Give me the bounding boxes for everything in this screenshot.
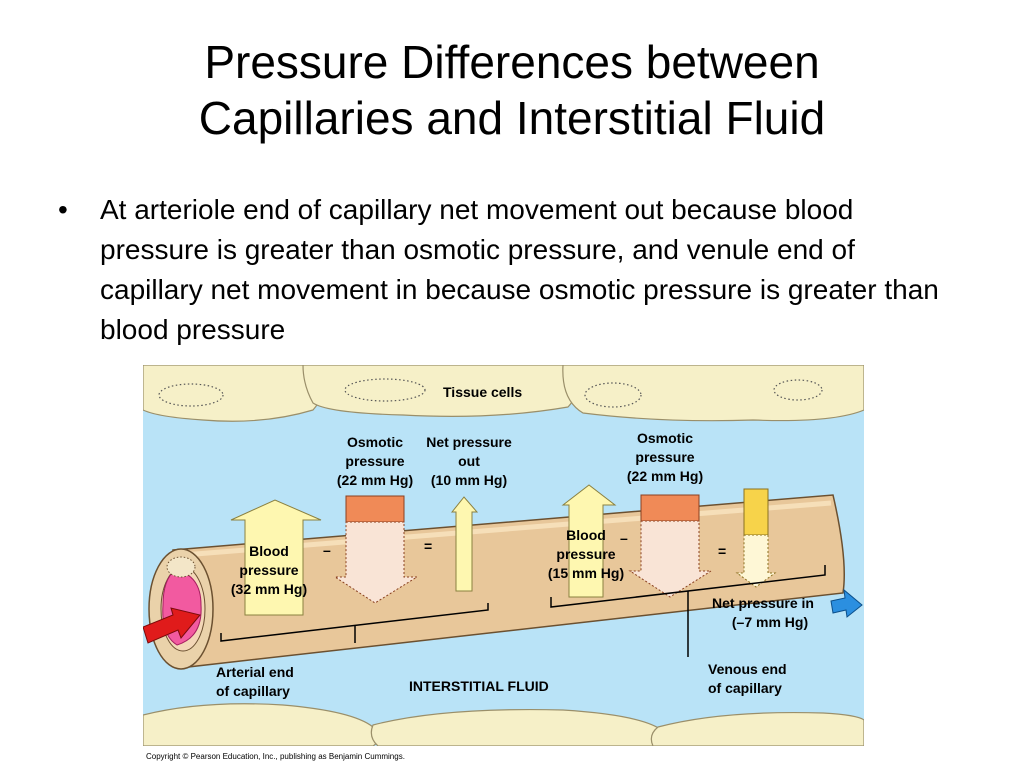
blood-outflow-arrow-icon <box>830 588 863 618</box>
blood-left-line-3: (32 mm Hg) <box>231 581 307 597</box>
equals-sign-right: = <box>718 543 726 559</box>
arterial-end-line-1: Arterial end <box>216 664 294 680</box>
blood-right-line-1: Blood <box>566 527 606 543</box>
net-in-line-1: Net pressure in <box>712 595 814 611</box>
tissue-cells-bottom <box>143 703 864 746</box>
net-out-line-1: Net pressure <box>426 434 512 450</box>
venous-end-line-1: Venous end <box>708 661 787 677</box>
title-line-1: Pressure Differences between <box>204 36 820 88</box>
tissue-cells-top <box>143 365 864 422</box>
net-pressure-out-arrow <box>450 496 479 592</box>
net-out-line-3: (10 mm Hg) <box>431 472 507 488</box>
osmotic-right-line-1: Osmotic <box>637 430 693 446</box>
osmotic-right-line-3: (22 mm Hg) <box>627 468 703 484</box>
bullet-list: • At arteriole end of capillary net move… <box>58 190 958 350</box>
blood-left-line-1: Blood <box>249 543 289 559</box>
blood-left-line-2: pressure <box>239 562 298 578</box>
capillary-diagram: Tissue cells Osmotic pressure (22 mm Hg)… <box>143 365 864 746</box>
net-pressure-in-arrow <box>735 488 777 588</box>
osmotic-left-line-2: pressure <box>345 453 404 469</box>
venous-bracket <box>550 565 826 657</box>
arterial-end-line-2: of capillary <box>216 683 290 699</box>
slide-title: Pressure Differences between Capillaries… <box>0 34 1024 146</box>
minus-sign-left: – <box>323 542 331 558</box>
osmotic-left-line-3: (22 mm Hg) <box>337 472 413 488</box>
equals-sign-left: = <box>424 538 432 554</box>
title-line-2: Capillaries and Interstitial Fluid <box>198 92 826 144</box>
osmotic-pressure-arrow-right <box>628 494 713 598</box>
venous-end-line-2: of capillary <box>708 680 782 696</box>
bullet-marker: • <box>58 194 68 225</box>
osmotic-right-line-2: pressure <box>635 449 694 465</box>
net-out-line-2: out <box>458 453 480 469</box>
copyright-notice: Copyright © Pearson Education, Inc., pub… <box>146 752 405 761</box>
blood-pressure-arrow-left <box>230 499 322 616</box>
minus-sign-right: – <box>620 530 628 546</box>
tissue-cells-label: Tissue cells <box>443 384 522 400</box>
bullet-text: At arteriole end of capillary net moveme… <box>100 194 939 345</box>
arterial-bracket <box>220 603 489 643</box>
osmotic-pressure-arrow-left <box>333 495 419 604</box>
blood-inflow-arrow-icon <box>143 607 201 644</box>
bullet-item: • At arteriole end of capillary net move… <box>58 190 958 350</box>
blood-right-line-3: (15 mm Hg) <box>548 565 624 581</box>
net-in-line-2: (–7 mm Hg) <box>732 614 808 630</box>
blood-pressure-arrow-right <box>561 484 617 598</box>
interstitial-fluid-label: INTERSTITIAL FLUID <box>409 678 549 694</box>
osmotic-left-line-1: Osmotic <box>347 434 403 450</box>
blood-right-line-2: pressure <box>556 546 615 562</box>
